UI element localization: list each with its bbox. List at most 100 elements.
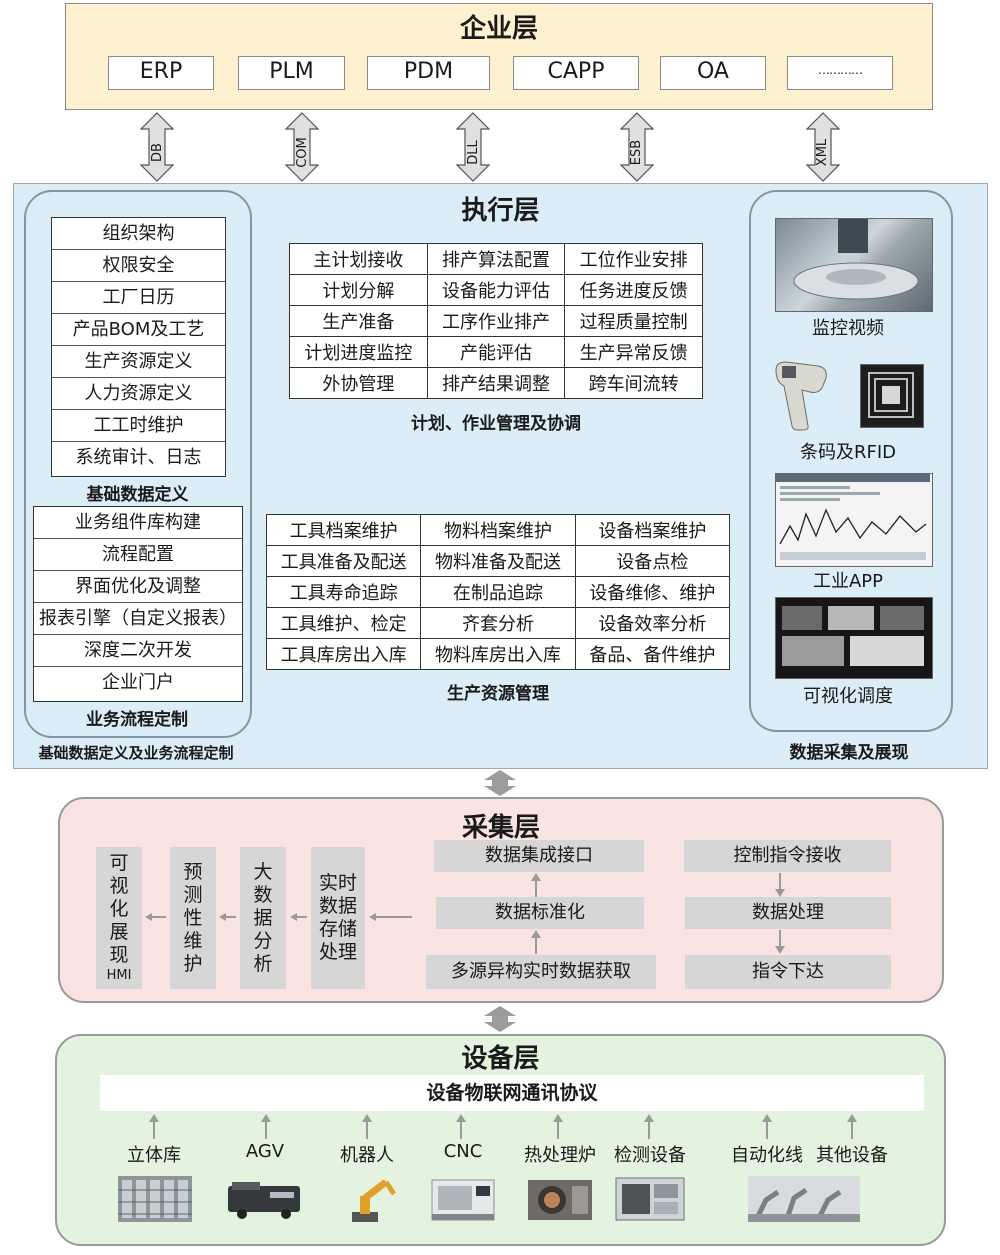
- double-arrow-icon: [140, 112, 174, 182]
- box-char: 维: [183, 929, 203, 952]
- list-item[interactable]: 组织架构: [52, 218, 225, 250]
- list-item[interactable]: 深度二次开发: [34, 635, 242, 667]
- table-cell[interactable]: 物料档案维护: [420, 514, 576, 546]
- list-item[interactable]: 系统审计、日志: [75, 447, 202, 468]
- basic-data-list: 组织架构 权限安全 工厂日历 产品BOM及工艺 生产资源定义 人力资源定义 工工…: [51, 217, 226, 477]
- system-more[interactable]: …………: [787, 56, 893, 90]
- table-cell[interactable]: 工具档案维护: [265, 514, 422, 546]
- device-up-arrows: [149, 1114, 857, 1139]
- table-cell[interactable]: 在制品追踪: [420, 576, 576, 608]
- system-capp[interactable]: CAPP: [513, 56, 639, 90]
- table-row: 工具库房出入库 物料库房出入库 备品、备件维护: [265, 638, 731, 670]
- table-cell[interactable]: 设备档案维护: [574, 514, 731, 546]
- machining-icon: [793, 219, 919, 300]
- device-label: 机器人: [340, 1145, 394, 1166]
- table-cell[interactable]: 跨车间流转: [564, 367, 703, 399]
- table-cell[interactable]: 工具准备及配送: [265, 545, 422, 577]
- planning-caption: 计划、作业管理及协调: [411, 414, 581, 434]
- table-cell[interactable]: 计划进度监控: [289, 336, 428, 368]
- table-cell[interactable]: 产能评估: [426, 336, 566, 368]
- device-label: CNC: [443, 1141, 483, 1162]
- table-cell[interactable]: 计划分解: [289, 274, 428, 306]
- device-label: AGV: [245, 1141, 285, 1162]
- table-cell[interactable]: 设备维修、维护: [574, 576, 731, 608]
- business-flow-caption: 业务流程定制: [86, 710, 188, 730]
- command-dispatch-box[interactable]: 指令下达: [685, 955, 891, 989]
- control-command-receive-box[interactable]: 控制指令接收: [684, 840, 891, 872]
- double-arrow-icon: [484, 1006, 516, 1032]
- cnc-machine-icon: [431, 1179, 495, 1221]
- system-oa[interactable]: OA: [660, 56, 766, 90]
- table-cell[interactable]: 排产结果调整: [426, 367, 566, 399]
- acquisition-panel: [749, 190, 953, 732]
- list-item[interactable]: 产品BOM及工艺: [52, 314, 225, 346]
- connector-esb: ESB: [620, 112, 654, 182]
- table-cell[interactable]: 设备效率分析: [574, 607, 731, 639]
- list-item[interactable]: 企业门户: [102, 672, 174, 693]
- table-cell[interactable]: 外协管理: [289, 367, 428, 399]
- list-item[interactable]: 工厂日历: [52, 282, 225, 314]
- acquisition-label: 可视化调度: [803, 686, 893, 707]
- list-item[interactable]: 流程配置: [34, 539, 242, 571]
- table-cell[interactable]: 工序作业排产: [426, 305, 566, 337]
- box-char: 分: [253, 929, 273, 952]
- system-plm[interactable]: PLM: [238, 56, 345, 90]
- table-cell[interactable]: 齐套分析: [420, 607, 576, 639]
- table-cell[interactable]: 工具维护、检定: [265, 607, 422, 639]
- device-label: 热处理炉: [524, 1145, 596, 1166]
- table-cell[interactable]: 物料库房出入库: [420, 638, 576, 670]
- table-cell[interactable]: 设备能力评估: [426, 274, 566, 306]
- table-cell[interactable]: 过程质量控制: [564, 305, 703, 337]
- execution-layer-title: 执行层: [461, 196, 540, 226]
- table-row: 工具准备及配送 物料准备及配送 设备点检: [265, 545, 731, 577]
- table-row: 计划分解 设备能力评估 任务进度反馈: [289, 274, 703, 306]
- big-data-analysis-box[interactable]: 大 数 据 分 析: [240, 847, 286, 989]
- connector-label-dll: DLL: [465, 139, 481, 165]
- box-char: 析: [253, 952, 273, 975]
- box-char: 性: [183, 906, 203, 929]
- acquisition-label: 监控视频: [812, 318, 884, 339]
- predictive-maintenance-box[interactable]: 预 测 性 维 护: [170, 847, 216, 989]
- double-arrow-icon: [456, 112, 490, 182]
- table-cell[interactable]: 排产算法配置: [426, 243, 566, 275]
- table-cell[interactable]: 生产异常反馈: [564, 336, 703, 368]
- testing-equipment-icon: [615, 1177, 685, 1221]
- table-cell[interactable]: 工具寿命追踪: [265, 576, 422, 608]
- table-cell[interactable]: 备品、备件维护: [574, 638, 731, 670]
- table-cell[interactable]: 主计划接收: [289, 243, 428, 275]
- up-arrow-icon: [531, 930, 541, 954]
- table-cell[interactable]: 生产准备: [289, 305, 428, 337]
- list-item[interactable]: 业务组件库构建: [34, 507, 242, 539]
- automation-line-icon: [748, 1176, 860, 1222]
- multi-source-data-acquisition-box[interactable]: 多源异构实时数据获取: [426, 955, 656, 989]
- table-cell[interactable]: 任务进度反馈: [564, 274, 703, 306]
- table-cell[interactable]: 物料准备及配送: [420, 545, 576, 577]
- list-item[interactable]: 报表引擎（自定义报表）: [34, 603, 242, 635]
- table-row: 工具寿命追踪 在制品追踪 设备维修、维护: [265, 576, 731, 608]
- system-erp[interactable]: ERP: [108, 56, 214, 90]
- data-processing-box[interactable]: 数据处理: [685, 897, 891, 929]
- connector-label-db: DB: [149, 142, 165, 162]
- list-item[interactable]: 工工时维护: [52, 410, 225, 442]
- list-item[interactable]: 生产资源定义: [52, 346, 225, 378]
- table-cell[interactable]: 工具库房出入库: [265, 638, 422, 670]
- list-item[interactable]: 权限安全: [52, 250, 225, 282]
- system-pdm[interactable]: PDM: [367, 56, 490, 90]
- visual-scheduling-image: [775, 597, 933, 679]
- double-arrow-icon: [484, 770, 516, 796]
- data-standardization-box[interactable]: 数据标准化: [436, 897, 644, 929]
- double-arrow-icon: [620, 112, 654, 182]
- device-label: 其他设备: [816, 1145, 888, 1166]
- table-cell[interactable]: 工位作业安排: [564, 243, 703, 275]
- list-item[interactable]: 人力资源定义: [52, 378, 225, 410]
- realtime-storage-box[interactable]: 实时 数据 存储 处理: [311, 847, 365, 989]
- table-cell[interactable]: 设备点检: [574, 545, 731, 577]
- flow-arrows: [145, 913, 412, 921]
- hmi-visualization-box[interactable]: 可 视 化 展 现 HMI: [96, 847, 142, 989]
- barcode-scanner-icon: [772, 360, 838, 432]
- list-item[interactable]: 界面优化及调整: [34, 571, 242, 603]
- double-arrow-icon: [806, 112, 840, 182]
- enterprise-layer-title: 企业层: [459, 14, 538, 44]
- data-integration-interface-box[interactable]: 数据集成接口: [434, 840, 644, 872]
- warehouse-icon: [118, 1176, 192, 1222]
